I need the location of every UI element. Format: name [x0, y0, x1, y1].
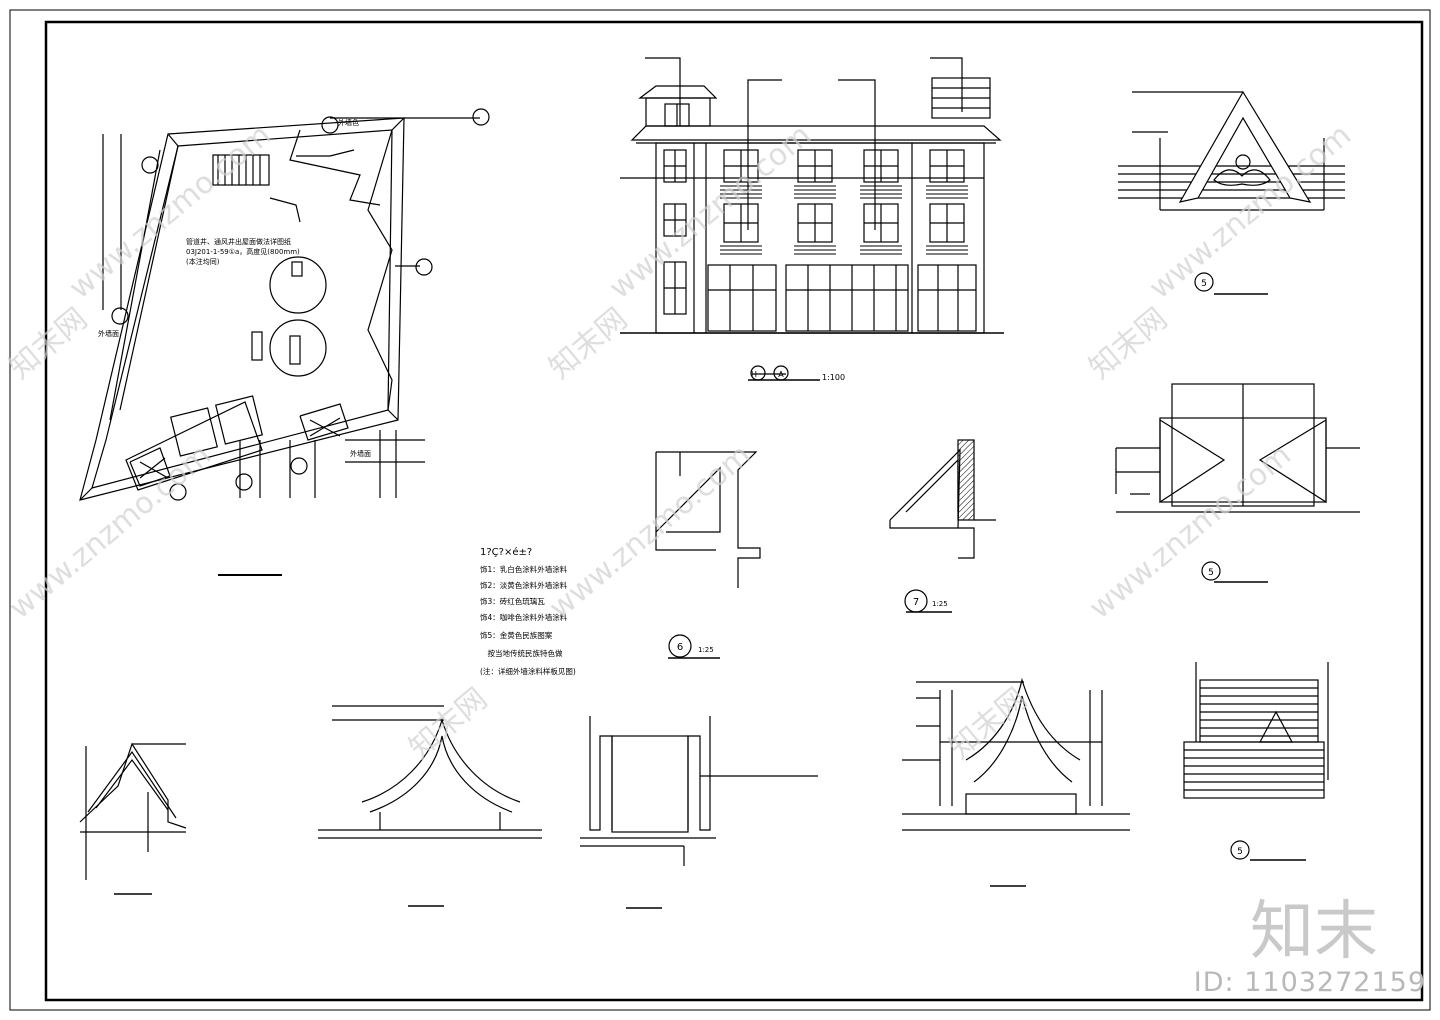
plan-note-1: 管道井、通风井出屋面做法详图纸	[186, 237, 291, 246]
watermark-brand-2: 知末网	[543, 301, 634, 386]
watermark-site-4: www.znzmo.com	[3, 438, 218, 627]
detail-7-section	[889, 439, 996, 613]
legend-item-2: 饰2：淡黄色涂料外墙涂料	[480, 580, 568, 590]
plan-note-2: 03J201-1-59①a，高度见(800mm)	[186, 247, 300, 256]
watermark-brand-4: 知末网	[403, 681, 494, 766]
plan-label-3: 外墙面	[350, 449, 371, 458]
elevation-scale: 1:100	[822, 373, 845, 382]
detail-7-scale: 1:25	[932, 600, 948, 608]
watermark-brand-3: 知末网	[1083, 301, 1174, 386]
bottom-detail-4	[902, 677, 1130, 887]
detail-7-bubble	[904, 589, 928, 613]
axis-label-start: H	[751, 370, 757, 379]
detail-6-index: 6	[677, 642, 683, 653]
legend-item-5: 饰5：金黄色民族图案	[480, 630, 553, 640]
watermark-brand-5: 知末网	[943, 681, 1034, 766]
bottom-detail-5	[1183, 662, 1329, 861]
watermark-brand-1: 知末网	[3, 301, 94, 386]
detail-5a-bubble	[1194, 272, 1214, 292]
axis-bubble-start	[750, 365, 766, 381]
axis-bubble-end	[773, 365, 789, 381]
roof-plan	[79, 108, 490, 576]
detail-7-index: 7	[913, 597, 919, 608]
legend-item-1: 饰1：乳白色涂料外墙涂料	[480, 564, 568, 574]
detail-5c-index: 5	[1237, 847, 1243, 857]
watermark-site-3: www.znzmo.com	[1143, 118, 1358, 307]
plan-label-1: 外墙色	[338, 118, 359, 127]
outer-border	[9, 9, 1431, 1011]
legend-item-4: 饰4：咖啡色涂料外墙涂料	[480, 612, 568, 622]
detail-5a-index: 5	[1201, 279, 1207, 289]
axis-label-end: A	[778, 370, 784, 379]
legend-item-3: 饰3：砖红色琉璃瓦	[480, 596, 545, 606]
roof-top-detail	[1115, 383, 1360, 583]
detail-6-bubble	[668, 634, 692, 658]
detail-6-section	[655, 451, 761, 659]
watermark-id: ID: 1103272159	[1193, 967, 1426, 998]
detail-5c-bubble	[1230, 840, 1250, 860]
detail-5b-index: 5	[1208, 568, 1214, 578]
bottom-detail-1	[79, 742, 187, 895]
legend-item-7: (注：详细外墙涂料样板见图)	[480, 666, 576, 676]
drawing-frame	[44, 20, 1424, 1002]
bottom-detail-2	[318, 705, 542, 907]
legend-title: 1?Ç?×é±?	[480, 546, 532, 558]
bottom-detail-3	[580, 716, 818, 909]
detail-6-scale: 1:25	[698, 646, 714, 654]
legend-item-6: 按当地传统民族特色做	[480, 648, 563, 658]
detail-5b-bubble	[1201, 561, 1221, 581]
gable-detail	[1118, 90, 1345, 295]
front-elevation	[620, 57, 1004, 381]
watermark-site-1: www.znzmo.com	[63, 118, 278, 307]
watermark-site-6: www.znzmo.com	[1083, 438, 1298, 627]
plan-note-3: (本注均同)	[186, 257, 220, 266]
watermark-logo: 知末	[1250, 895, 1378, 969]
plan-label-2: 外墙面	[98, 329, 119, 338]
watermark-site-5: www.znzmo.com	[543, 438, 758, 627]
